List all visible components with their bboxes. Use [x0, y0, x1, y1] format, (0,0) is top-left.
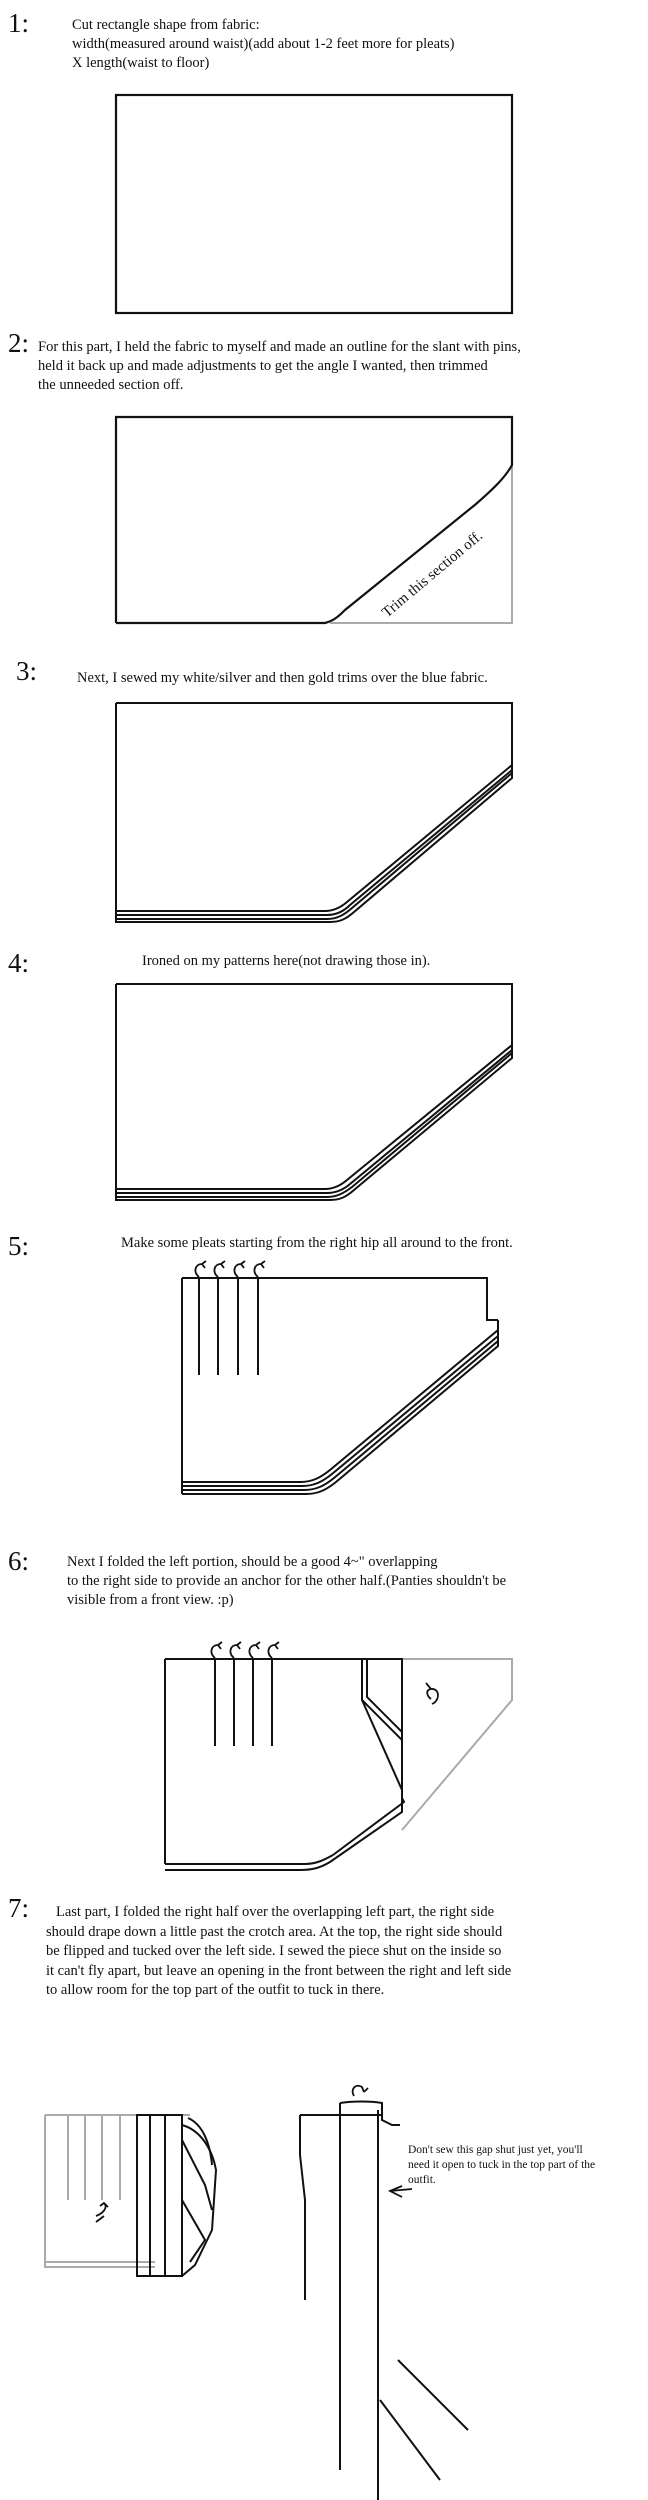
step-5-text: Make some pleats starting from the right…: [121, 1234, 513, 1253]
gap-note-line-1: Don't sew this gap shut just yet, you'll: [408, 2144, 583, 2156]
step-7-line-5: to allow room for the top part of the ou…: [46, 1982, 385, 1998]
step-3-text: Next, I sewed my white/silver and then g…: [77, 669, 488, 688]
gap-pointer-arrow-icon: [387, 2185, 413, 2198]
step-7-line-2: should drape down a little past the crot…: [46, 1923, 503, 1940]
step-4-text: Ironed on my patterns here(not drawing t…: [142, 952, 430, 971]
step-6-line-1: Next I folded the left portion, should b…: [67, 1554, 438, 1570]
side-view-diagram: [299, 2084, 469, 2500]
fabric-rectangle: [114, 93, 514, 315]
pleat-arrow-icons: [194, 1260, 266, 1278]
step-1-line-2: width(measured around waist)(add about 1…: [72, 36, 455, 52]
step-1-line-3: X length(waist to floor): [72, 55, 210, 71]
step-7-line-3: be flipped and tucked over the left side…: [46, 1943, 502, 1959]
step-1-line-1: Cut rectangle shape from fabric:: [72, 17, 260, 33]
step-1-text: Cut rectangle shape from fabric: width(m…: [72, 16, 455, 73]
step-6-line-2: to the right side to provide an anchor f…: [67, 1573, 507, 1589]
step-2-line-2: held it back up and made adjustments to …: [38, 358, 488, 374]
pleats-diagram: [181, 1260, 499, 1495]
step-2-number: 2:: [8, 328, 30, 358]
trim-diagram: [115, 702, 513, 923]
step-5-line-1: Make some pleats starting from the right…: [121, 1235, 513, 1251]
step-7-text: Last part, I folded the right half over …: [40, 1903, 511, 2001]
step-6-line-3: visible from a front view. :p): [67, 1592, 234, 1608]
step-4-number: 4:: [8, 948, 30, 978]
slant-cut-diagram: [114, 415, 514, 625]
step-7-line-1: Last part, I folded the right half over …: [56, 1904, 495, 1920]
step-7-number: 7:: [8, 1893, 30, 1923]
step-4-line-1: Ironed on my patterns here(not drawing t…: [142, 953, 431, 969]
fold-over-arrow-icon: [95, 2201, 109, 2223]
final-fold-diagram: [44, 2114, 218, 2277]
step-6-text: Next I folded the left portion, should b…: [67, 1553, 506, 1610]
pattern-diagram: [115, 983, 513, 1201]
step-6-number: 6:: [8, 1546, 30, 1576]
gap-note-line-2: need it open to tuck in the top part of …: [408, 2159, 596, 2171]
step-3-line-1: Next, I sewed my white/silver and then g…: [77, 670, 488, 686]
fold-pleat-arrow-icons: [210, 1641, 280, 1659]
gap-note-line-3: outfit.: [408, 2174, 436, 2186]
trim-label: Trim this section off.: [379, 528, 486, 621]
step-7-line-4: it can't fly apart, but leave an opening…: [46, 1962, 512, 1979]
fold-arrow-icon: [425, 1682, 439, 1705]
step-5-number: 5:: [8, 1231, 30, 1261]
step-2-text: For this part, I held the fabric to myse…: [38, 338, 521, 395]
step-1-number: 1:: [8, 8, 30, 38]
step-2-line-3: the unneeded section off.: [38, 377, 184, 393]
step-2-line-1: For this part, I held the fabric to myse…: [38, 339, 521, 355]
top-fold-arrow-icon: [351, 2084, 369, 2097]
step-3-number: 3:: [16, 656, 38, 686]
fold-diagram: [164, 1641, 513, 1871]
gap-note: Don't sew this gap shut just yet, you'll…: [408, 2143, 595, 2188]
